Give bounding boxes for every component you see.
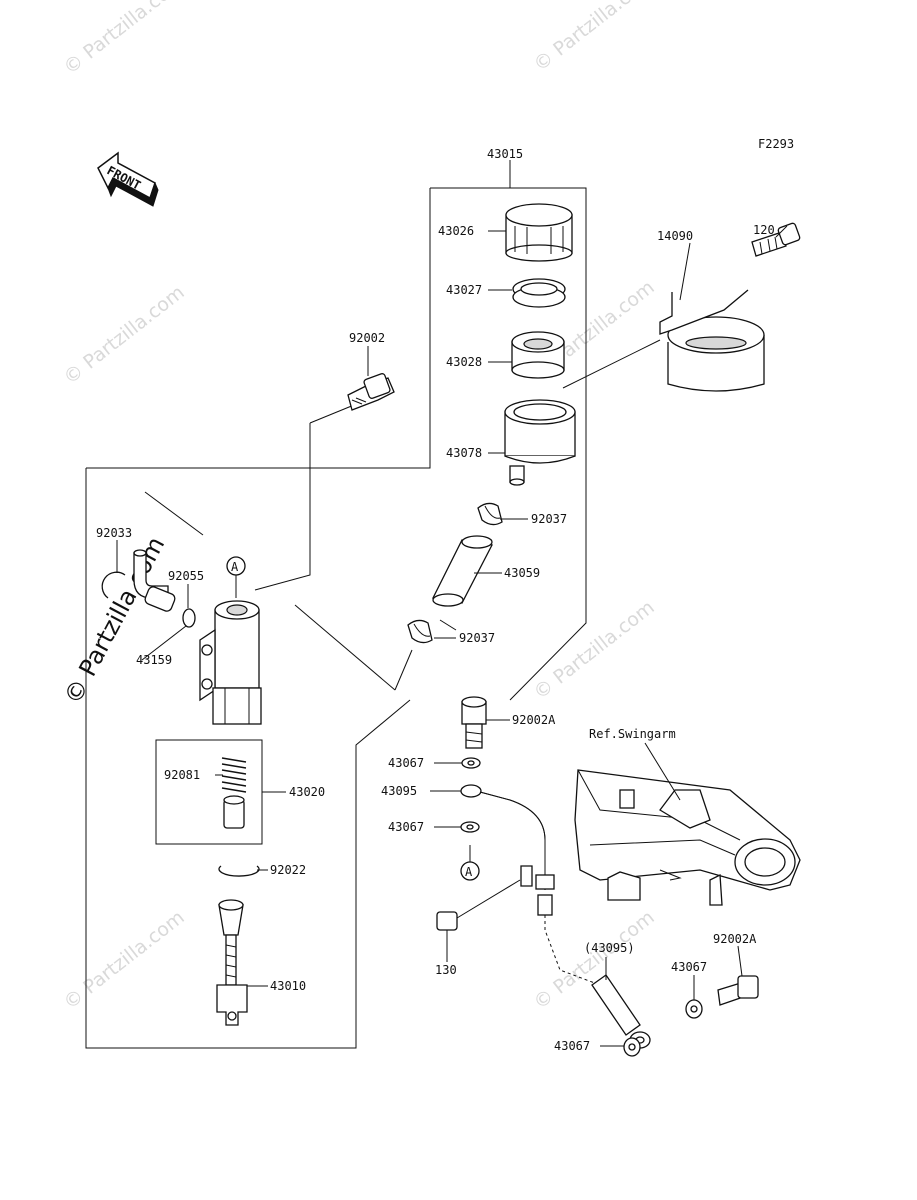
piston xyxy=(223,795,245,829)
part-label-92033: 92033 xyxy=(96,526,132,540)
hose-clamp xyxy=(407,619,433,644)
watermark-prominent: © Partzilla.com xyxy=(59,532,171,709)
circlip xyxy=(101,571,126,599)
reservoir-plate xyxy=(512,278,566,308)
part-label-92002A: 92002A xyxy=(512,713,556,727)
elbow-fitting xyxy=(133,549,176,612)
o-ring xyxy=(182,608,196,628)
part-label-43026: 43026 xyxy=(438,224,474,238)
part-label-43067: 43067 xyxy=(554,1039,590,1053)
piston-kit-box xyxy=(155,739,263,845)
watermark: © Partzilla.com xyxy=(530,906,659,1014)
reservoir-diaphragm xyxy=(511,331,565,379)
watermark: © Partzilla.com xyxy=(60,281,189,389)
part-label-120: 120 xyxy=(753,223,775,237)
marker-a-label: A xyxy=(231,560,239,574)
watermark: © Partzilla.com xyxy=(60,906,189,1014)
part-label-43059: 43059 xyxy=(504,566,540,580)
hose-end xyxy=(591,974,651,1049)
ref-swingarm-label: Ref.Swingarm xyxy=(589,727,676,741)
part-labels: 43015 43026 43027 43028 43078 92037 4305… xyxy=(96,147,775,1053)
part-label-43067: 43067 xyxy=(388,756,424,770)
watermark: © Partzilla.com xyxy=(60,0,189,79)
washer xyxy=(460,821,480,833)
part-label-92022: 92022 xyxy=(270,863,306,877)
part-label-43027: 43027 xyxy=(446,283,482,297)
part-label-43159: 43159 xyxy=(136,653,172,667)
reference-marker-a: A xyxy=(226,556,246,598)
push-rod xyxy=(216,899,248,1026)
part-label-130: 130 xyxy=(435,963,457,977)
part-label-43095: 43095 xyxy=(381,784,417,798)
hose-clamp xyxy=(477,502,503,526)
watermark: © Partzilla.com xyxy=(530,0,659,76)
piston-circlip xyxy=(218,865,260,877)
reference-marker-a: A xyxy=(460,845,480,881)
washer xyxy=(685,999,703,1019)
part-label-92037: 92037 xyxy=(531,512,567,526)
figure-code: F2293 xyxy=(758,137,794,151)
part-label-43020: 43020 xyxy=(289,785,325,799)
washer xyxy=(623,1037,641,1057)
part-label-43015: 43015 xyxy=(487,147,523,161)
part-label-43095-ref: (43095) xyxy=(584,941,635,955)
watermark-layer: © Partzilla.com © Partzilla.com © Partzi… xyxy=(59,0,659,1014)
reservoir-guard xyxy=(659,289,765,392)
watermark: © Partzilla.com xyxy=(530,596,659,704)
master-cylinder-body xyxy=(199,600,262,725)
part-label-92081: 92081 xyxy=(164,768,200,782)
part-label-92037: 92037 xyxy=(459,631,495,645)
front-arrow-icon: FRONT xyxy=(97,151,159,207)
swingarm xyxy=(574,769,801,906)
part-label-43010: 43010 xyxy=(270,979,306,993)
brake-hose xyxy=(460,784,601,986)
part-label-43067: 43067 xyxy=(671,960,707,974)
reservoir-bolt xyxy=(347,373,395,411)
banjo-bolt xyxy=(461,696,487,749)
part-label-14090: 14090 xyxy=(657,229,693,243)
washer xyxy=(461,757,481,769)
part-label-92055: 92055 xyxy=(168,569,204,583)
reservoir-cap xyxy=(505,203,573,262)
part-label-43028: 43028 xyxy=(446,355,482,369)
reservoir-tank xyxy=(504,399,576,486)
marker-a-label: A xyxy=(465,865,473,879)
part-label-43078: 43078 xyxy=(446,446,482,460)
frame-lines xyxy=(85,160,661,1049)
piston-spring xyxy=(221,757,247,793)
part-label-92002: 92002 xyxy=(349,331,385,345)
banjo-bolt-lower xyxy=(717,975,759,1006)
clamp-bolt xyxy=(436,865,533,931)
leader-lines xyxy=(116,225,788,1047)
part-label-43067: 43067 xyxy=(388,820,424,834)
reservoir-hose xyxy=(432,535,493,607)
part-label-92002A: 92002A xyxy=(713,932,757,946)
